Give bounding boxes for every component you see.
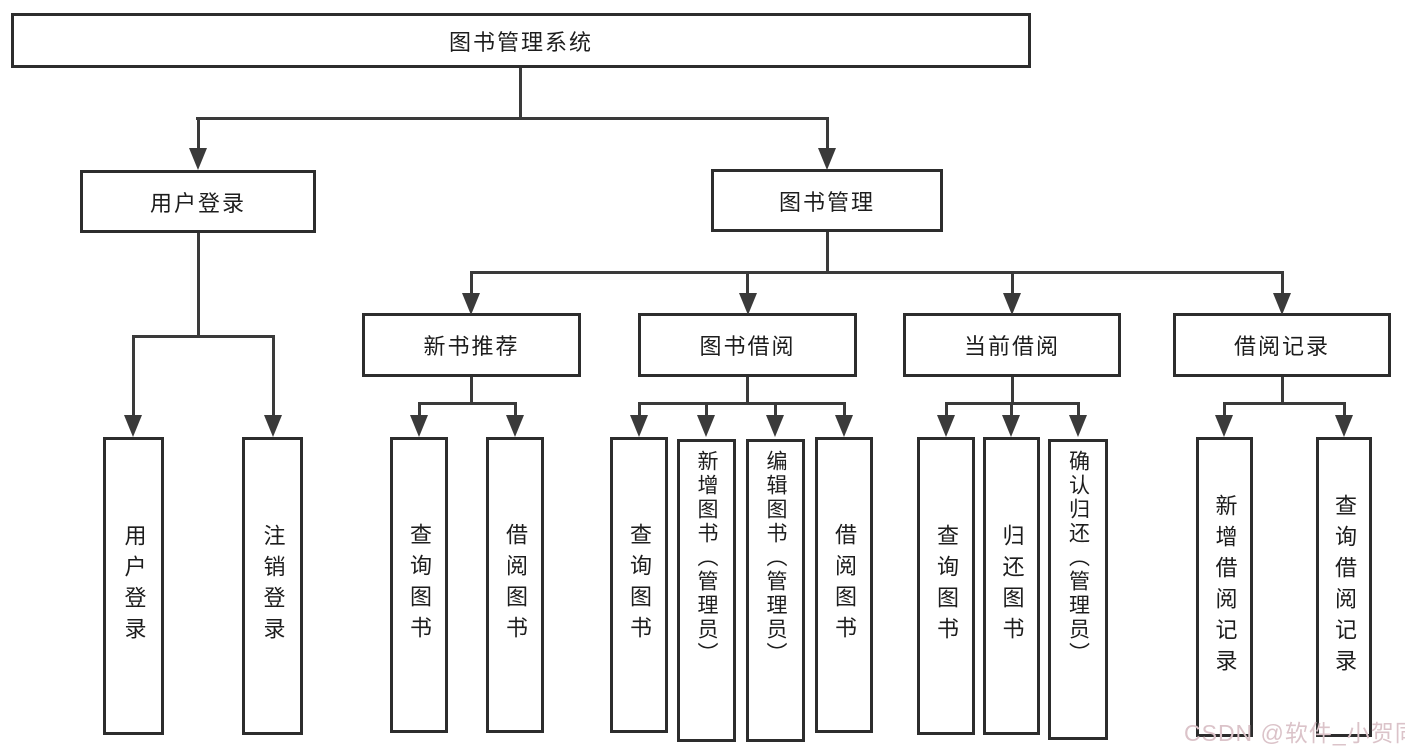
connector-line	[773, 405, 777, 415]
leaf-query-books-current: 查询图书	[917, 437, 975, 735]
leaf-query-books-borrowing-label: 查询图书	[627, 523, 652, 647]
leaf-add-book-admin: 新增图书（管理员）	[677, 439, 736, 742]
connector-line	[469, 274, 473, 293]
connector-line	[513, 405, 517, 415]
arrowhead-icon	[124, 415, 142, 437]
connector-line	[825, 232, 829, 273]
leaf-borrow-books-recommend-label: 借阅图书	[503, 523, 528, 647]
arrowhead-icon	[1069, 415, 1087, 437]
connector-line	[1222, 405, 1226, 415]
node-book-management: 图书管理	[711, 169, 943, 232]
arrowhead-icon	[697, 415, 715, 437]
arrowhead-icon	[1335, 415, 1353, 437]
node-new-book-recommendation: 新书推荐	[362, 313, 581, 377]
arrowhead-icon	[630, 415, 648, 437]
leaf-edit-book-admin-label: 编辑图书（管理员）	[764, 450, 787, 666]
node-user-login: 用户登录	[80, 170, 316, 233]
arrowhead-icon	[506, 415, 524, 437]
connector-line	[637, 402, 846, 405]
leaf-query-borrow-record-label: 查询借阅记录	[1332, 494, 1357, 680]
leaf-return-book-label: 归还图书	[999, 524, 1025, 648]
leaf-edit-book-admin: 编辑图书（管理员）	[746, 439, 805, 742]
node-borrowing-records: 借阅记录	[1173, 313, 1391, 377]
leaf-return-book: 归还图书	[983, 437, 1040, 735]
leaf-confirm-return-admin-label: 确认归还（管理员）	[1066, 450, 1090, 666]
connector-line	[746, 274, 749, 293]
node-book-borrowing: 图书借阅	[638, 313, 857, 377]
arrowhead-icon	[462, 293, 480, 315]
leaf-query-books-borrowing: 查询图书	[610, 437, 668, 733]
leaf-add-borrow-record: 新增借阅记录	[1196, 437, 1253, 737]
connector-line	[1280, 377, 1284, 404]
leaf-borrow-books-recommend: 借阅图书	[486, 437, 544, 733]
connector-line	[417, 405, 421, 415]
connector-line	[842, 405, 846, 415]
arrowhead-icon	[264, 415, 282, 437]
csdn-watermark: CSDN @软件_小贺同学	[1184, 720, 1405, 746]
leaf-borrow-books-label: 借阅图书	[832, 523, 857, 647]
connector-line	[944, 405, 948, 415]
leaf-borrow-books: 借阅图书	[815, 437, 873, 733]
connector-line	[637, 405, 641, 415]
arrowhead-icon	[738, 293, 757, 315]
arrowhead-icon	[835, 415, 853, 437]
connector-line	[825, 120, 829, 148]
arrowhead-icon	[410, 415, 428, 437]
arrowhead-icon	[937, 415, 955, 437]
connector-line	[131, 335, 275, 338]
connector-line	[196, 233, 200, 337]
connector-line	[271, 338, 275, 415]
connector-line	[704, 405, 708, 415]
connector-line	[1280, 274, 1284, 293]
leaf-logout-label: 注销登录	[260, 524, 286, 648]
leaf-user-login: 用户登录	[103, 437, 164, 735]
connector-line	[1076, 405, 1080, 415]
leaf-query-books-current-label: 查询图书	[934, 524, 959, 648]
connector-line	[417, 402, 517, 405]
connector-line	[1222, 402, 1346, 405]
connector-line	[519, 68, 522, 119]
leaf-add-borrow-record-label: 新增借阅记录	[1212, 494, 1238, 680]
node-current-borrowing: 当前借阅	[903, 313, 1121, 377]
leaf-add-book-admin-label: 新增图书（管理员）	[695, 450, 718, 666]
arrowhead-icon	[189, 148, 207, 170]
arrowhead-icon	[818, 148, 836, 170]
connector-line	[1010, 377, 1014, 404]
arrowhead-icon	[1003, 293, 1021, 315]
connector-line	[944, 402, 1080, 405]
connector-line	[1010, 274, 1014, 293]
arrowhead-icon	[1215, 415, 1233, 437]
connector-line	[469, 377, 473, 404]
connector-line	[196, 120, 200, 148]
connector-line	[196, 117, 829, 120]
node-library-management-system: 图书管理系统	[11, 13, 1031, 68]
arrowhead-icon	[1273, 293, 1291, 315]
leaf-query-borrow-record: 查询借阅记录	[1316, 437, 1372, 737]
connector-line	[469, 271, 1284, 274]
connector-line	[131, 338, 135, 415]
leaf-query-books-recommend-label: 查询图书	[407, 523, 432, 647]
leaf-confirm-return-admin: 确认归还（管理员）	[1048, 439, 1108, 740]
leaf-logout: 注销登录	[242, 437, 303, 735]
leaf-query-books-recommend: 查询图书	[390, 437, 448, 733]
arrowhead-icon	[766, 415, 784, 437]
arrowhead-icon	[1002, 415, 1020, 437]
leaf-user-login-label: 用户登录	[121, 524, 147, 648]
connector-line	[1342, 405, 1346, 415]
connector-line	[1009, 405, 1013, 415]
connector-line	[746, 377, 749, 404]
